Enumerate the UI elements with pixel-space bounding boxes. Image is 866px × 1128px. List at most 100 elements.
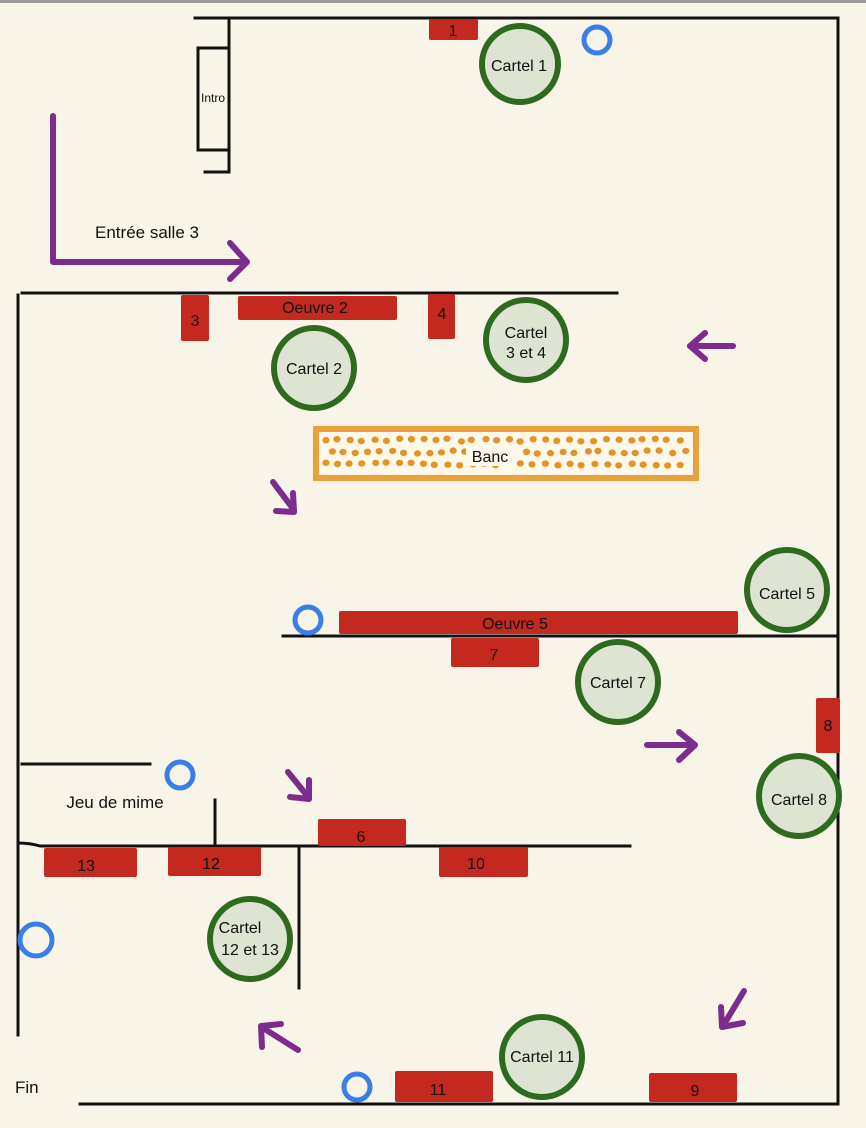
bench-dot	[322, 459, 330, 466]
artwork-6-label: 6	[357, 829, 366, 846]
cartel-12-13-label-line-2: 12 et 13	[221, 942, 279, 959]
artwork-13	[44, 848, 137, 877]
cartel-2	[271, 325, 357, 411]
arrow-right-icon-head	[676, 729, 698, 763]
point-markers	[17, 24, 613, 1103]
bench-dot	[413, 450, 422, 457]
bench-dot	[389, 447, 397, 455]
bench-dot	[345, 460, 353, 467]
bench-dot	[333, 460, 342, 468]
bench-dot	[541, 460, 550, 467]
bench-dot	[430, 461, 438, 468]
arrow-down-right-icon-head	[287, 777, 312, 802]
bench-dot	[652, 462, 660, 469]
bench-dot	[467, 436, 475, 443]
bench-dot	[357, 437, 365, 445]
entrance-label: Entrée salle 3	[95, 223, 199, 242]
plan-labels: Intro Entrée salle 3 Jeu de mime Fin	[15, 91, 225, 1097]
artwork-1-label: 1	[449, 23, 458, 40]
artwork-12	[168, 847, 261, 876]
bench-dot	[638, 436, 646, 443]
bench-dot	[516, 438, 524, 445]
bench-dot	[591, 460, 599, 468]
bench-dot	[542, 436, 550, 443]
bench-dot	[615, 462, 623, 469]
marker-ring-icon	[164, 759, 196, 791]
artwork-oeuvre-2	[238, 296, 397, 320]
bench-dot	[482, 435, 490, 443]
arrow-down-left-icon-head	[718, 1004, 746, 1030]
arrow-left-icon-head	[687, 330, 708, 362]
cartel-11	[499, 1014, 585, 1100]
bench-dot	[566, 436, 574, 443]
bench-dot	[426, 449, 434, 457]
artwork-1	[429, 19, 478, 40]
wall-mime-bottom	[16, 841, 632, 848]
bench-dot	[457, 438, 466, 445]
bench-dot	[407, 459, 415, 466]
bench-dot	[566, 460, 574, 467]
bench-dot	[375, 448, 383, 455]
bench-dot	[554, 462, 562, 469]
bench-dot	[533, 450, 541, 457]
arrow-down-right-icon-head	[273, 490, 297, 515]
cartel-3-4-label-line-2: 3 et 4	[506, 345, 546, 362]
cartel-11-label: Cartel 11	[510, 1049, 574, 1066]
bench-dot	[407, 436, 415, 443]
bench-dot	[639, 461, 647, 468]
artwork-3	[181, 295, 209, 341]
bench-dot	[363, 448, 372, 455]
bench-dot	[382, 437, 390, 444]
bench-dot	[662, 436, 670, 443]
bench-dot	[529, 436, 537, 443]
bench-dot	[396, 459, 404, 466]
bench-dot	[651, 435, 659, 442]
artwork-11	[395, 1071, 493, 1102]
cartel-5-label: Cartel 5	[759, 586, 815, 603]
visit-path	[50, 113, 747, 1053]
bench-dot	[339, 448, 347, 456]
marker-ring-icon	[292, 604, 324, 636]
cartel-7	[575, 639, 661, 725]
artwork-7-label: 7	[490, 647, 499, 664]
bench-dot	[372, 459, 380, 467]
artwork-oeuvre-2-label: Oeuvre 2	[282, 300, 348, 317]
artwork-13-label: 13	[77, 858, 95, 875]
top-border	[0, 0, 866, 3]
arrow-down-left-icon	[720, 988, 747, 1029]
cartel-3-4-label-line-1: Cartel	[505, 325, 548, 342]
cartels: Cartel 1 Cartel 2 Cartel 3 et 4 Cartel 5…	[207, 23, 842, 1100]
bench-dot	[620, 449, 628, 457]
bench-dot	[351, 449, 359, 457]
bench-dot	[432, 436, 440, 444]
bench-dot	[333, 436, 341, 443]
cartel-7-label: Cartel 7	[590, 675, 646, 692]
bench-dot	[328, 448, 336, 455]
bench-dot	[437, 449, 446, 456]
artwork-oeuvre-5	[339, 611, 738, 634]
bench-dot	[420, 435, 428, 443]
bench-dot	[444, 461, 452, 468]
bench-dot	[631, 449, 639, 457]
bench-dot	[449, 447, 457, 454]
artwork-4	[428, 294, 455, 339]
bench-dot	[358, 460, 366, 467]
bench-dot	[559, 448, 567, 456]
artwork-8	[816, 698, 840, 753]
bench: Banc	[313, 426, 699, 481]
artwork-6	[318, 819, 406, 846]
bench-dot	[505, 436, 514, 443]
bench-dot	[399, 449, 408, 456]
artwork-7	[451, 638, 539, 667]
cartel-12-13-label-line-1: Cartel	[219, 920, 262, 937]
marker-ring-icon	[341, 1071, 373, 1103]
bench-dot	[456, 462, 464, 469]
bench-dot	[382, 459, 390, 466]
bench-dot	[676, 437, 684, 444]
arrow-up-left-icon	[260, 1025, 301, 1053]
artwork-12-label: 12	[202, 856, 220, 873]
artworks: 1 Oeuvre 2 3 4 Oeuvre 5 7 8 6 10 12 13 1…	[44, 19, 840, 1102]
